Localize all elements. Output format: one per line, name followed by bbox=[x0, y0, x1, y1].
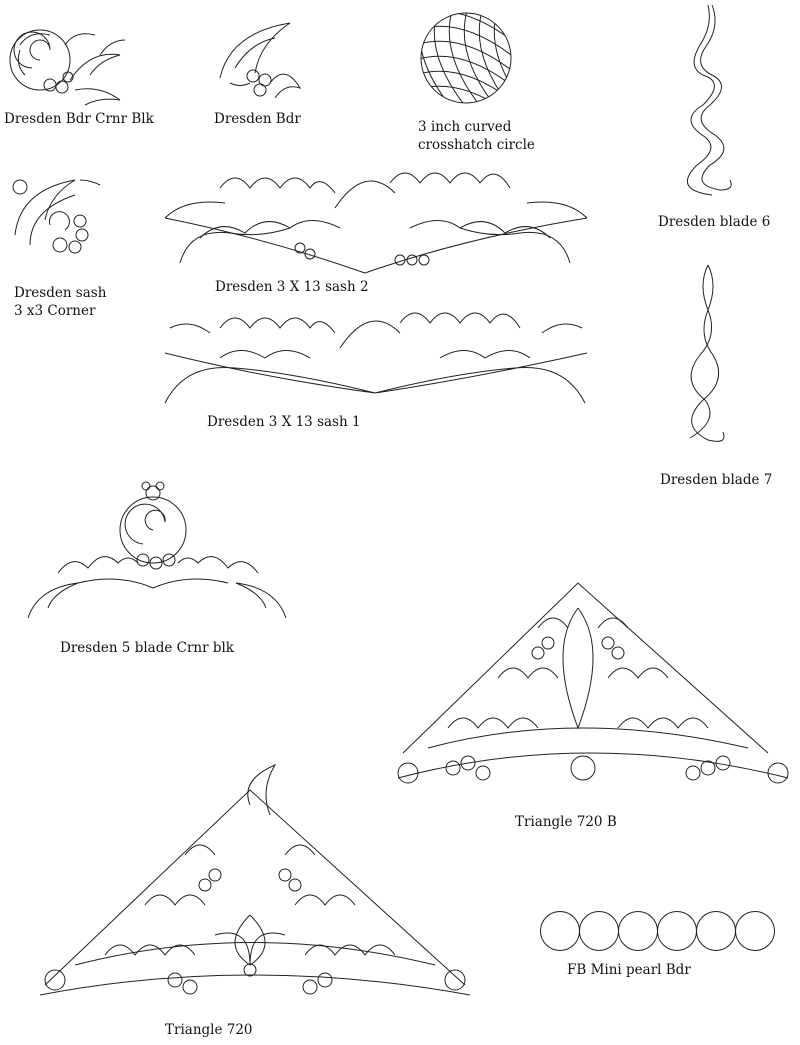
design-label: Dresden sash bbox=[14, 285, 107, 301]
design-label: Dresden 5 blade Crnr blk bbox=[60, 640, 234, 656]
design-label: Dresden blade 6 bbox=[658, 214, 771, 230]
triangle-720-drawing bbox=[39, 763, 471, 996]
design-label: Dresden 3 X 13 sash 2 bbox=[215, 279, 369, 295]
dresden-5-blade-crnr-blk-drawing bbox=[27, 481, 287, 619]
design-label: 3 inch curved bbox=[418, 119, 512, 135]
dresden-bdr-drawing bbox=[219, 22, 302, 99]
design-label: 3 x3 Corner bbox=[14, 303, 96, 319]
dresden-sash-corner-drawing bbox=[12, 179, 101, 254]
dresden-bdr-crnr-blk-drawing bbox=[9, 29, 126, 106]
design-label: Triangle 720 B bbox=[515, 814, 617, 830]
design-label: FB Mini pearl Bdr bbox=[567, 962, 691, 978]
design-label: crosshatch circle bbox=[418, 137, 535, 153]
design-label: Dresden Bdr bbox=[214, 111, 301, 127]
design-label: Dresden blade 7 bbox=[660, 472, 773, 488]
design-label: Dresden 3 X 13 sash 1 bbox=[207, 414, 361, 430]
design-label: Triangle 720 bbox=[165, 1022, 253, 1038]
dresden-sash-2-drawing bbox=[164, 172, 588, 274]
triangle-720-b-drawing bbox=[397, 582, 789, 784]
fb-mini-pearl-bdr-drawing bbox=[540, 911, 775, 951]
design-label: Dresden Bdr Crnr Blk bbox=[4, 111, 154, 127]
dresden-sash-1-drawing bbox=[164, 312, 588, 404]
dresden-blade-7-drawing bbox=[689, 264, 725, 442]
crosshatch-circle-drawing bbox=[420, 12, 512, 104]
dresden-blade-6-drawing bbox=[686, 4, 732, 196]
